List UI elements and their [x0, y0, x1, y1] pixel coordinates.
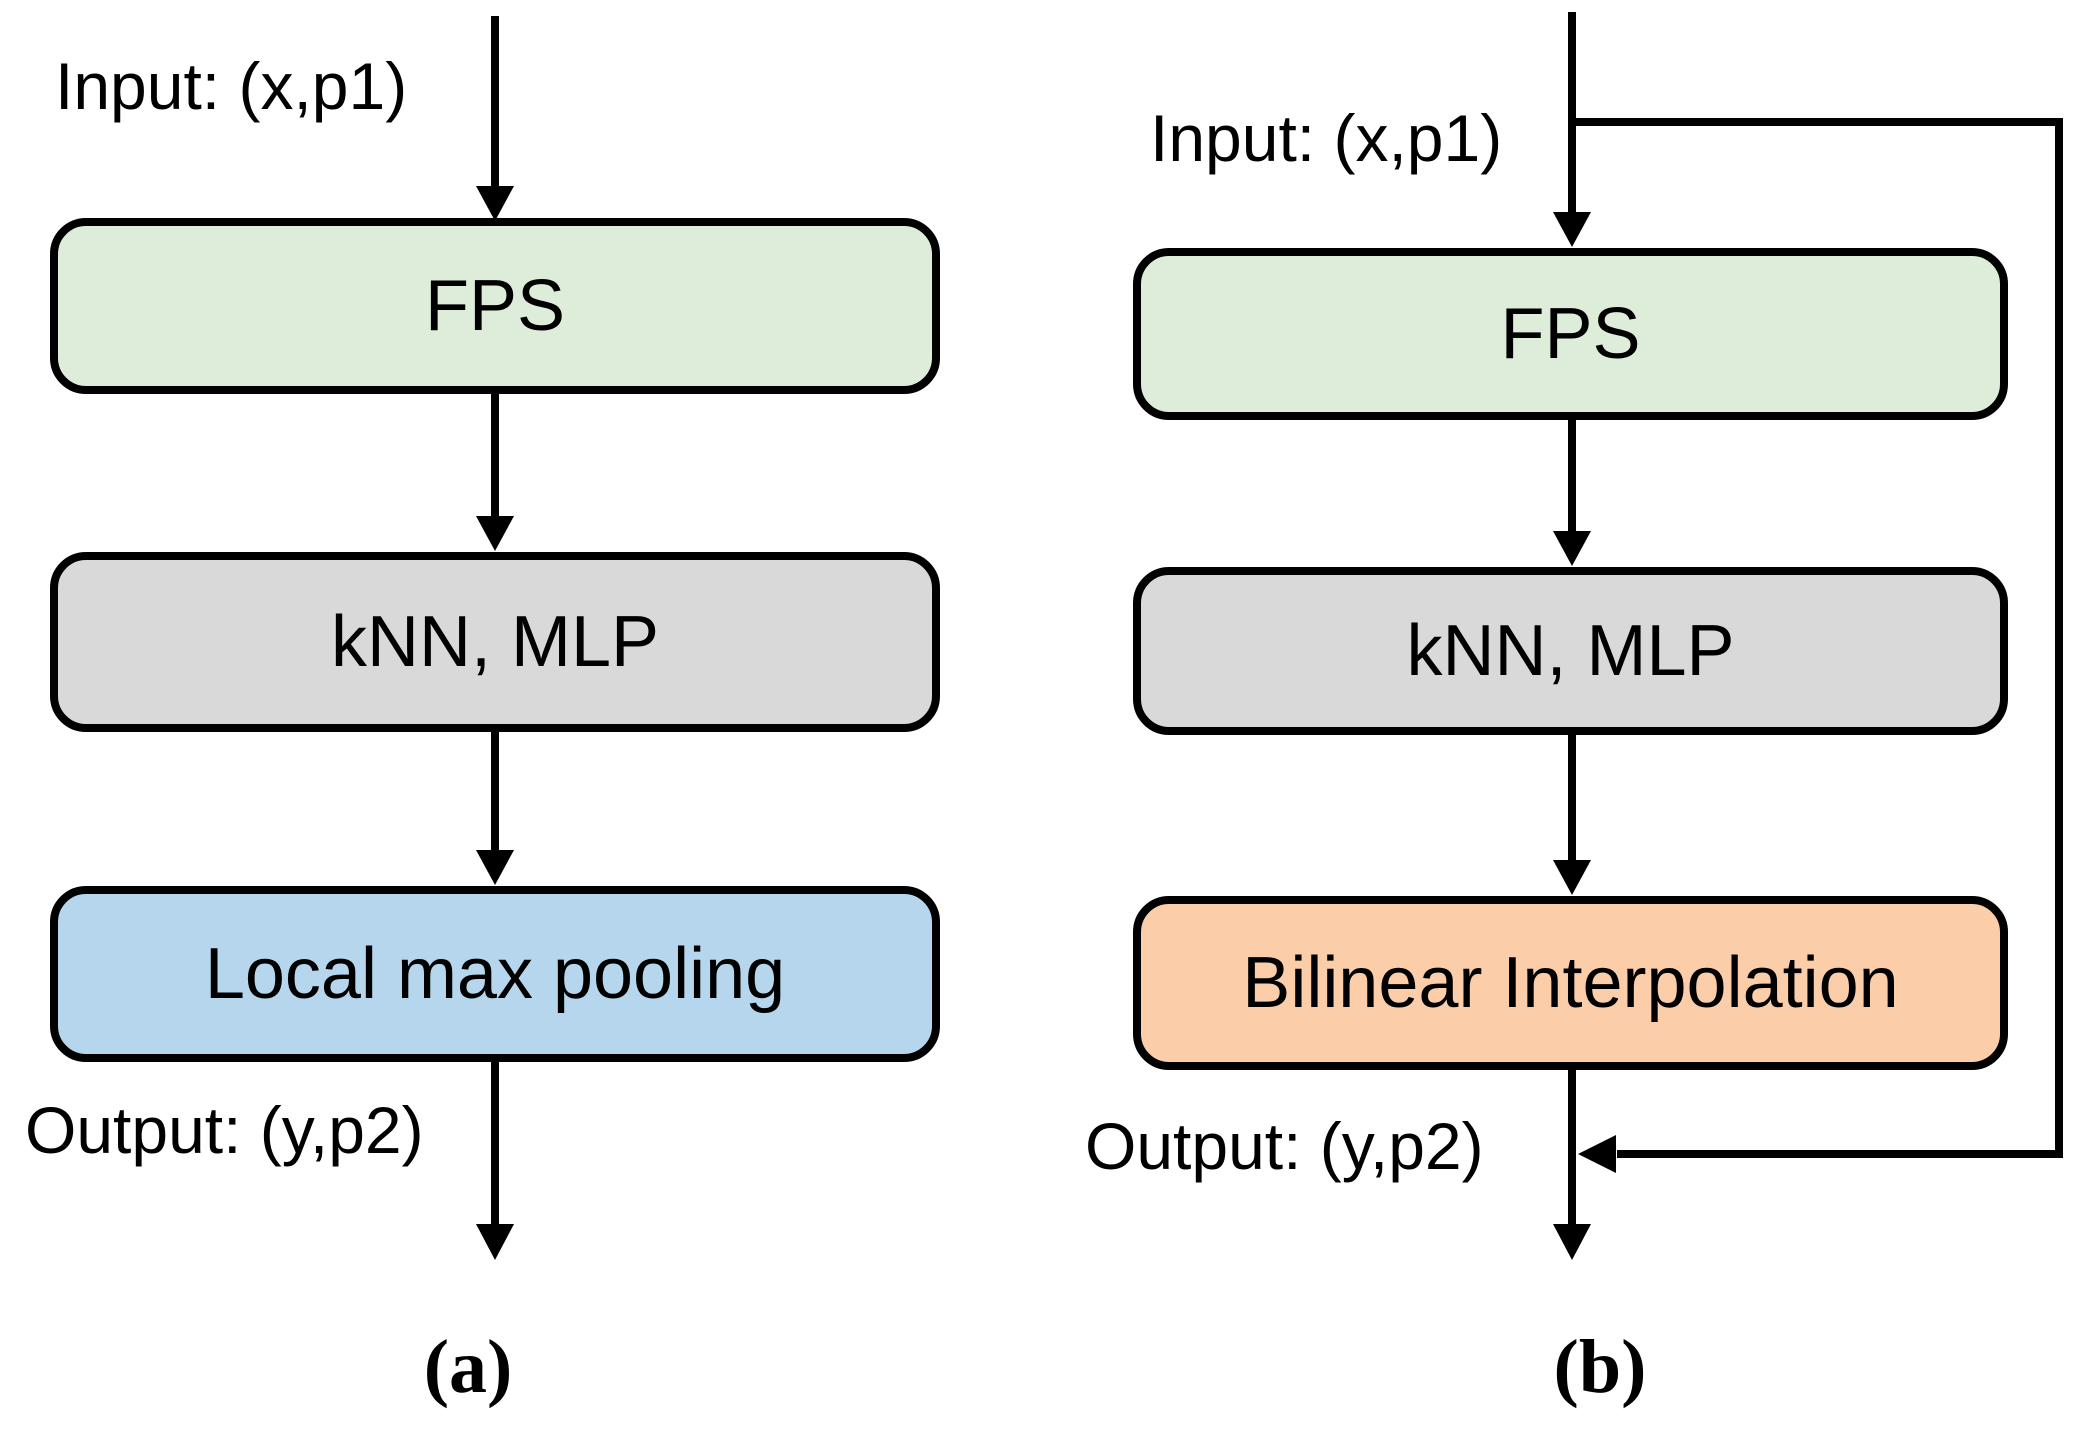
caption-a: (a)	[423, 1325, 513, 1409]
input-label-b: Input: (x,p1)	[1150, 101, 1503, 175]
caption-b: (b)	[1553, 1325, 1647, 1409]
input-label-a: Input: (x,p1)	[55, 49, 408, 123]
arrows-diagram-b	[1553, 12, 2063, 1260]
arrow-a-input-head	[476, 186, 514, 221]
arrow-b-output-head	[1553, 1224, 1591, 1260]
arrows-diagram-a	[476, 16, 514, 1260]
arrow-b-input-head	[1553, 212, 1591, 247]
arrow-a-fps-to-knn-head	[476, 516, 514, 551]
bilinear-interpolation-box: Bilinear Interpolation	[1133, 896, 2008, 1070]
arrow-b-fps-to-knn-head	[1553, 531, 1591, 566]
knn-mlp-box-b: kNN, MLP	[1133, 567, 2008, 735]
arrow-b-knn-to-interp-head	[1553, 860, 1591, 895]
fps-box-a: FPS	[50, 218, 940, 394]
arrow-a-output-head	[476, 1224, 514, 1260]
output-label-a: Output: (y,p2)	[25, 1093, 424, 1167]
knn-mlp-box-a: kNN, MLP	[50, 552, 940, 732]
skip-connection-line	[1572, 118, 2063, 1158]
skip-connection-arrowhead	[1578, 1135, 1616, 1173]
arrow-a-knn-to-pooling-head	[476, 850, 514, 885]
output-label-b: Output: (y,p2)	[1085, 1109, 1484, 1183]
fps-box-b: FPS	[1133, 248, 2008, 420]
local-max-pooling-box: Local max pooling	[50, 886, 940, 1062]
